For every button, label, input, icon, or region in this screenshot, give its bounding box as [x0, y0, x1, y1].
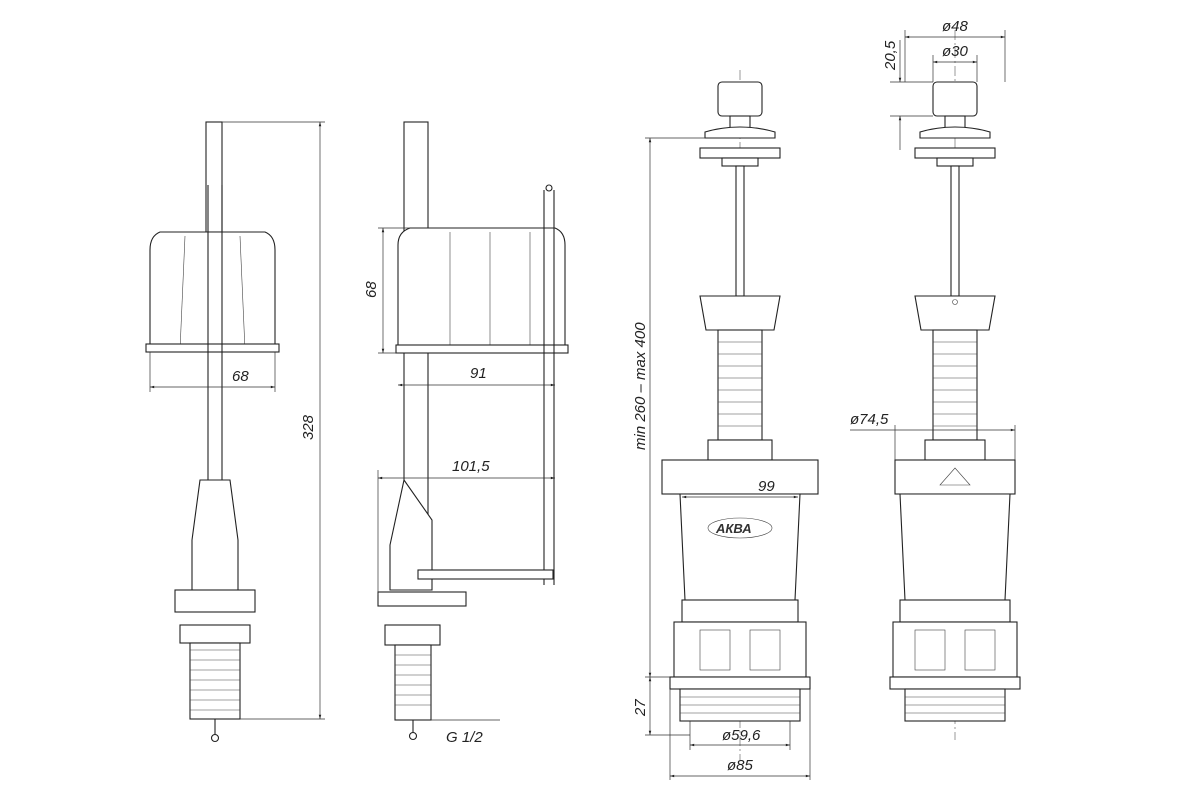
brand-logo: АКВА [707, 517, 773, 539]
float-rod-chain [543, 184, 555, 585]
float-width-dimension: 68 [232, 368, 249, 385]
body-width-dimension: 99 [758, 478, 775, 495]
body-diameter-dimension: ø74,5 [850, 411, 889, 428]
flush-valve-front-view: АКВА min 260 – max 400 99 27 ø59,6 ø85 [632, 70, 819, 780]
svg-text:АКВА: АКВА [715, 521, 752, 536]
button-height-dimension: 20,5 [882, 40, 899, 71]
fill-valve-front-view: 68 91 101,5 G 1/2 [363, 121, 569, 746]
button-outer-diameter-dimension: ø48 [942, 18, 969, 35]
thread-diameter-dimension: ø59,6 [722, 727, 761, 744]
total-height-dimension: 328 [300, 414, 317, 440]
fill-valve-side-view: 68 328 [145, 121, 325, 743]
thread-size-label: G 1/2 [446, 729, 483, 746]
flange-diameter-dimension: ø85 [727, 757, 754, 774]
button-inner-diameter-dimension: ø30 [942, 43, 969, 60]
arm-reach-dimension: 101,5 [452, 458, 490, 475]
float-reach-dimension: 91 [470, 365, 487, 382]
height-range-dimension: min 260 – max 400 [632, 322, 649, 450]
float-height-dimension: 68 [363, 281, 380, 298]
base-height-dimension: 27 [632, 699, 649, 717]
flush-valve-side-view: ø48 ø30 20,5 ø74,5 [850, 18, 1021, 740]
